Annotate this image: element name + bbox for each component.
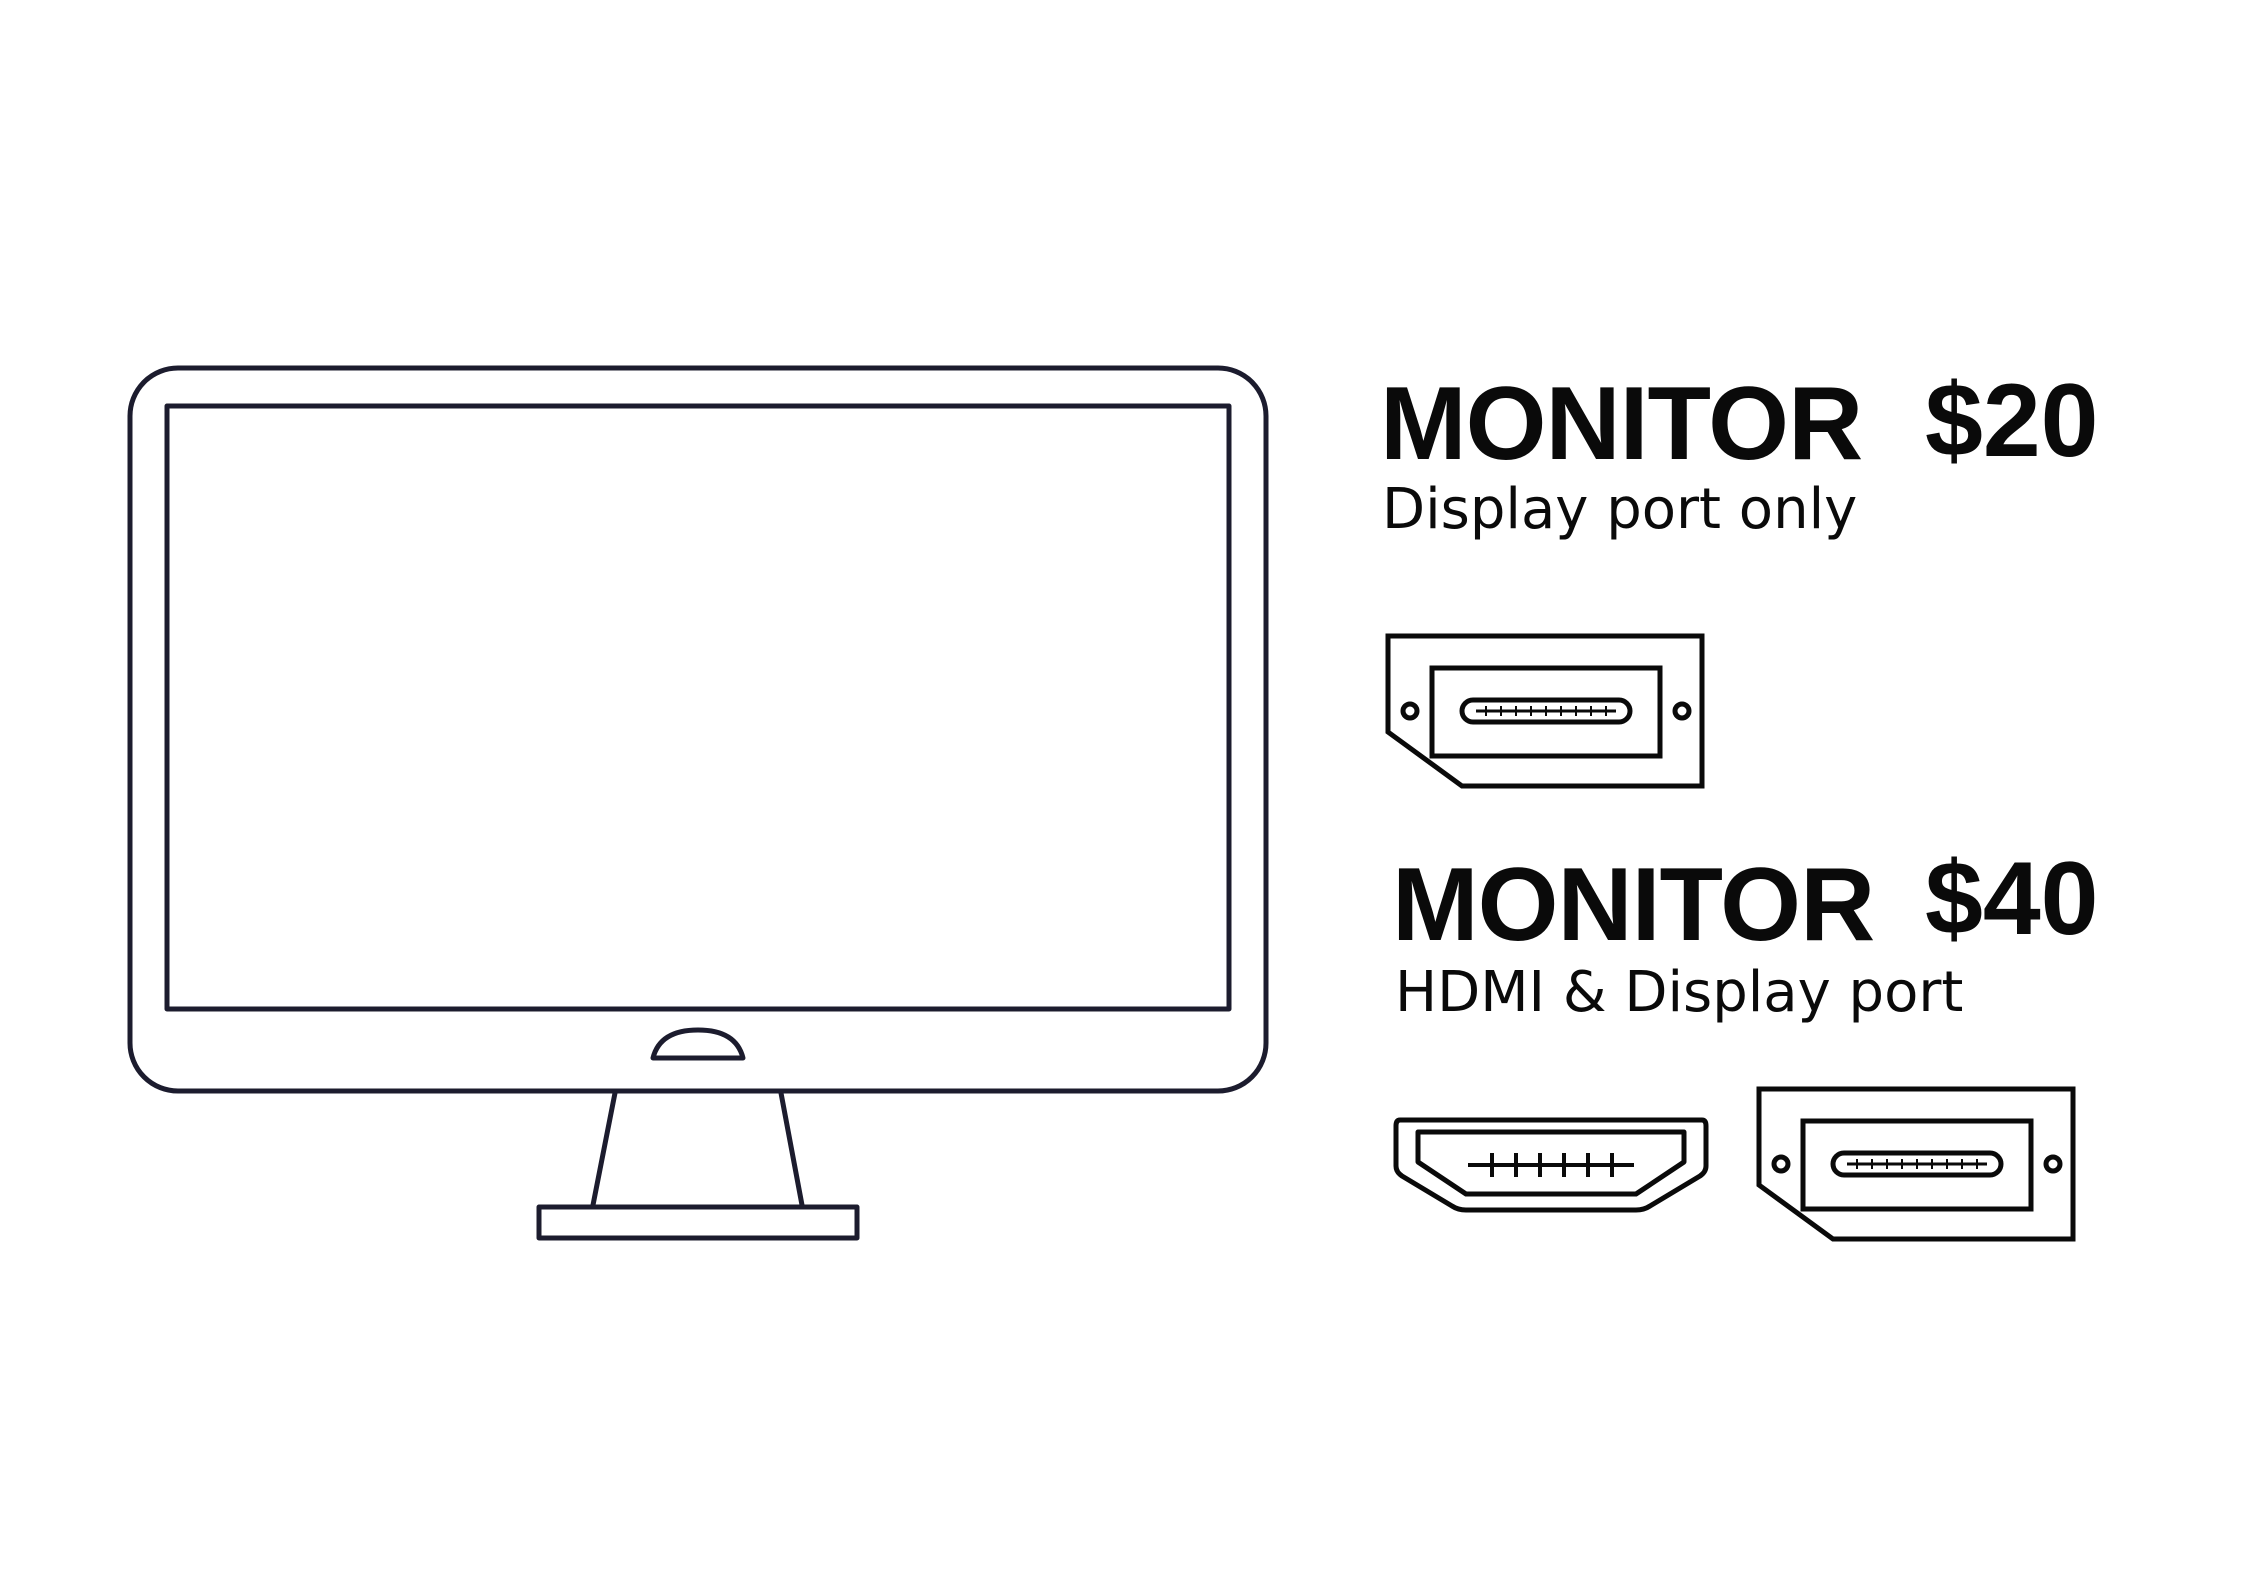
monitor-screen bbox=[164, 403, 1232, 1012]
displayport-icon bbox=[1385, 633, 1705, 789]
power-button bbox=[650, 1027, 746, 1061]
product-1-subtitle: Display port only bbox=[1382, 477, 1858, 542]
product-2-title: MONITOR bbox=[1392, 847, 1875, 963]
product-2-subtitle: HDMI & Display port bbox=[1395, 960, 1964, 1025]
displayport-icon bbox=[1756, 1086, 2076, 1242]
hdmi-icon bbox=[1393, 1117, 1709, 1213]
product-2-price: $40 bbox=[1925, 841, 2099, 957]
monitor-stand-neck bbox=[590, 1092, 805, 1206]
product-1-title: MONITOR bbox=[1380, 366, 1863, 482]
product-1-price: $20 bbox=[1925, 363, 2099, 479]
monitor-stand-base bbox=[536, 1204, 860, 1241]
monitor-bezel bbox=[127, 365, 1269, 1094]
